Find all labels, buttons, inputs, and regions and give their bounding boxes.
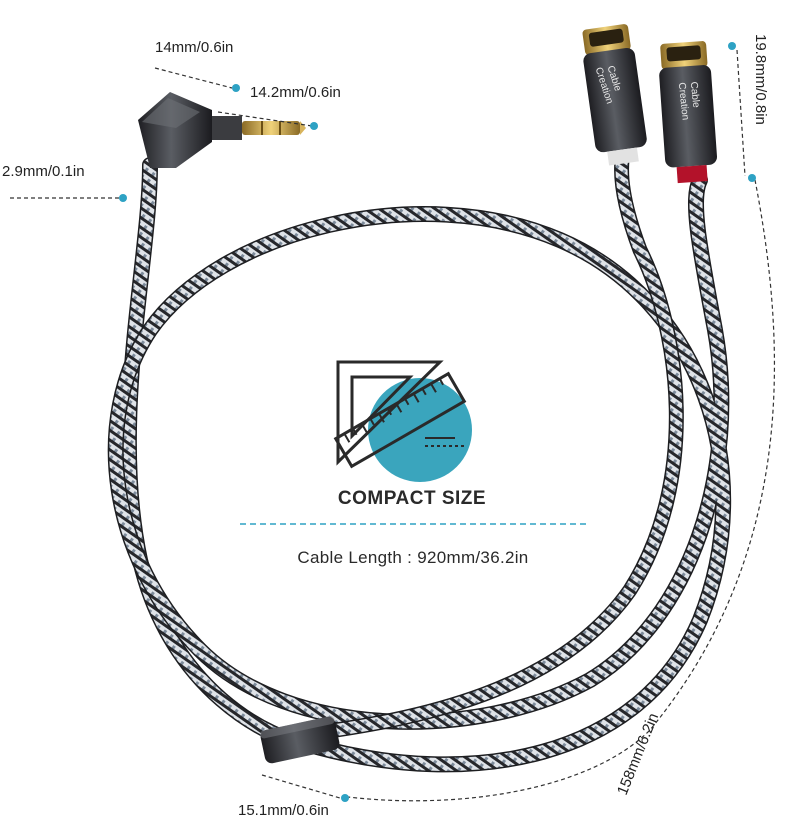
dimension-label-plug-b: 14.2mm/0.6in [250,84,341,101]
braided-cable [107,152,732,773]
cable-length-text: Cable Length : 920mm/36.2in [297,548,528,567]
brand-text-line1: Cable [688,81,702,109]
rca-connector-white: Cable Creation [582,24,647,166]
ruler-icon [333,360,472,482]
dimension-dots [119,42,756,802]
splitter-barrel [260,716,340,764]
aux-plug [138,92,306,168]
dimension-label-plug-a: 14mm/0.6in [155,39,233,56]
dimension-label-rca: 19.8mm/0.8in [752,34,769,125]
dimension-lines [10,49,776,802]
brand-text-line2: Creation [676,82,691,121]
dimension-label-diameter: 2.9mm/0.1in [2,163,85,180]
compact-size-title: COMPACT SIZE [338,488,486,509]
rca-connector-red: Cable Creation [659,41,717,184]
dimension-label-splitter: 15.1mm/0.6in [238,802,329,819]
